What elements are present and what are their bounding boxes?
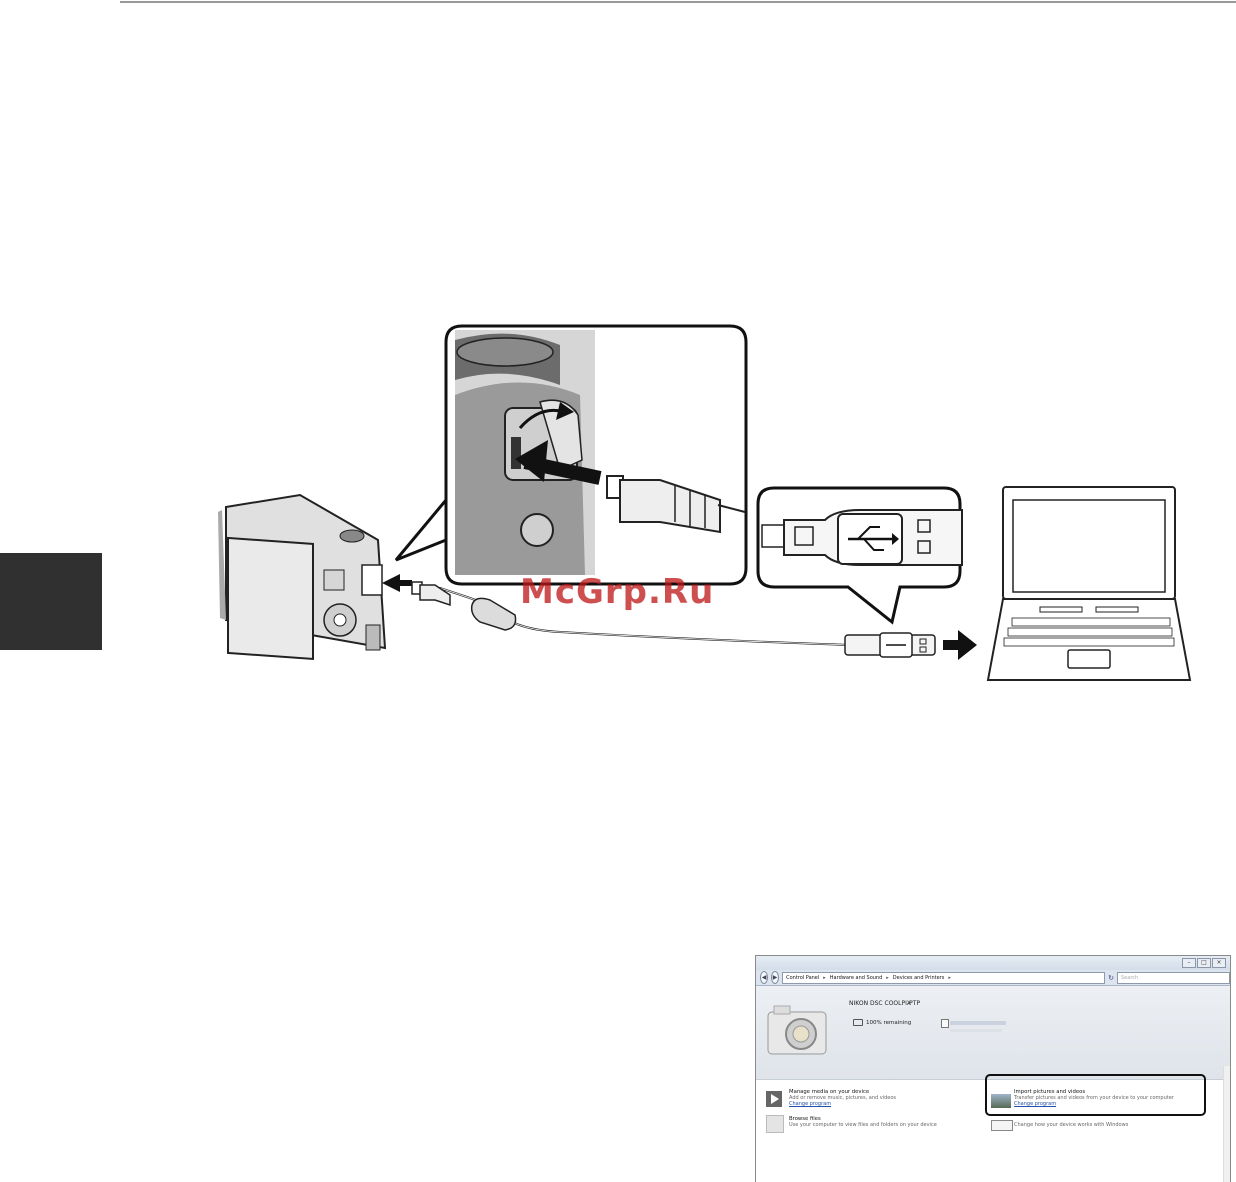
play-icon — [766, 1091, 782, 1107]
usb-connector-callout — [756, 486, 963, 625]
scrollbar[interactable] — [1223, 1066, 1230, 1182]
laptop — [986, 486, 1192, 681]
device-protocol: -PTP — [907, 1000, 921, 1007]
close-button[interactable]: × — [1212, 958, 1226, 968]
insert-arrow — [382, 574, 412, 592]
breadcrumb-separator-icon: ▸ — [886, 974, 889, 981]
change-program-link[interactable]: Change program — [1014, 1101, 1057, 1107]
folder-icon — [766, 1115, 784, 1133]
device-tasks: Manage media on your device Add or remov… — [756, 1080, 1230, 1180]
storage-icon — [941, 1019, 949, 1028]
landscape-photo-icon — [991, 1094, 1011, 1108]
settings-checklist-icon — [991, 1120, 1013, 1131]
battery-status: 100% remaining — [853, 1019, 911, 1026]
window-titlebar: – □ × — [756, 956, 1230, 970]
change-program-link[interactable]: Change program — [789, 1101, 832, 1107]
search-input[interactable]: Search — [1117, 971, 1230, 984]
camera-back — [218, 493, 387, 660]
task-import-pictures[interactable]: Import pictures and videos Transfer pict… — [1014, 1089, 1174, 1107]
camera-icon — [767, 1005, 827, 1055]
task-change-settings[interactable]: Change how your device works with Window… — [1014, 1122, 1129, 1128]
chapter-tab — [0, 553, 102, 650]
plug-arrow — [943, 630, 977, 660]
connection-illustration — [218, 324, 1192, 681]
back-icon[interactable]: ◀ — [760, 971, 769, 984]
camera-closeup-callout — [394, 324, 748, 586]
device-name: NIKON DSC COOLPIX — [849, 1000, 911, 1007]
maximize-button[interactable]: □ — [1197, 958, 1211, 968]
usb-cable — [411, 581, 936, 658]
breadcrumb-separator-icon: ▸ — [948, 974, 951, 981]
import-highlight-box — [985, 1074, 1206, 1116]
battery-icon — [853, 1019, 863, 1026]
breadcrumb-control-panel[interactable]: Control Panel — [786, 974, 820, 981]
breadcrumb-hardware-and-sound[interactable]: Hardware and Sound — [829, 974, 883, 981]
task-browse-files[interactable]: Browse files Use your computer to view f… — [789, 1116, 937, 1128]
top-rule — [120, 1, 1236, 3]
storage-bar — [950, 1021, 1006, 1025]
devices-and-printers-window: – □ × ◀ ▶ Control Panel ▸ Hardware and S… — [755, 955, 1231, 1182]
breadcrumb-devices-and-printers[interactable]: Devices and Printers — [892, 974, 945, 981]
forward-icon[interactable]: ▶ — [771, 971, 780, 984]
device-header: NIKON DSC COOLPIX -PTP 100% remaining — [756, 986, 1230, 1080]
address-bar[interactable]: Control Panel ▸ Hardware and Sound ▸ Dev… — [782, 971, 1106, 984]
breadcrumb-separator-icon: ▸ — [823, 974, 826, 981]
battery-text: 100% remaining — [866, 1019, 912, 1026]
storage-text-blurred — [950, 1029, 1002, 1032]
minimize-button[interactable]: – — [1182, 958, 1196, 968]
address-row: ◀ ▶ Control Panel ▸ Hardware and Sound ▸… — [756, 970, 1230, 986]
watermark-text: McGrp.Ru — [520, 572, 715, 612]
task-manage-media[interactable]: Manage media on your device Add or remov… — [789, 1089, 897, 1107]
refresh-icon[interactable]: ↻ — [1108, 973, 1114, 982]
